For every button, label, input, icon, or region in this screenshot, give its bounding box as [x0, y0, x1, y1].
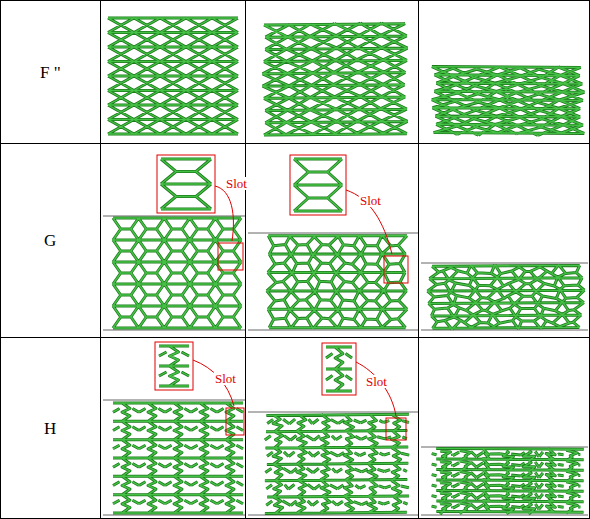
leader-line	[346, 190, 392, 254]
leader-line	[356, 362, 396, 416]
lattice-strut	[432, 448, 584, 514]
lattice-strut	[427, 265, 584, 330]
lattice-strut	[113, 403, 243, 513]
row-label: G	[44, 232, 56, 249]
slot-insets	[155, 155, 408, 440]
leader-line	[215, 186, 233, 241]
inset-box	[155, 342, 193, 390]
lattice-strut	[432, 67, 585, 136]
row-label: H	[44, 420, 56, 437]
inset-ground	[322, 343, 356, 395]
lattice-strut	[263, 23, 408, 135]
lattice-strut	[326, 347, 352, 391]
lattice-strut	[113, 218, 241, 328]
lattice-strut	[159, 346, 189, 386]
inset-ground	[290, 155, 346, 215]
lattice-strut	[432, 448, 584, 514]
slot-label: Slot	[225, 177, 248, 190]
lattice-strut	[326, 347, 352, 391]
lattice-strut	[161, 159, 211, 209]
lattice-strut	[265, 414, 409, 513]
lattice-strut	[159, 346, 189, 386]
lattice-strut	[432, 67, 585, 136]
lattice-strut	[113, 218, 241, 328]
slot-label: Slot	[214, 372, 237, 385]
inset-box	[290, 155, 346, 215]
lattice-strut	[108, 18, 238, 134]
lattice-strut	[265, 414, 409, 513]
slot-marker	[384, 256, 408, 283]
lattice-strut	[427, 265, 584, 330]
lattice-strut	[267, 235, 407, 328]
inset-ground	[155, 342, 193, 390]
slot-marker	[218, 243, 243, 270]
platen-lines	[103, 216, 588, 515]
lattice-strut	[113, 403, 243, 513]
lattice-strut	[294, 159, 342, 211]
lattice-strut	[267, 235, 407, 328]
row-label: F "	[40, 64, 61, 81]
lattice-strut	[263, 23, 408, 135]
lattice-strut	[108, 18, 238, 134]
slot-label: Slot	[359, 194, 382, 207]
slot-marker	[386, 418, 406, 440]
lattice-strut	[294, 159, 342, 211]
slot-marker	[226, 408, 244, 435]
lattice-strut	[161, 159, 211, 209]
inset-box	[322, 343, 356, 395]
inset-box	[157, 155, 215, 213]
lattice-structures	[108, 18, 584, 514]
slot-label: Slot	[365, 375, 388, 388]
inset-ground	[157, 155, 215, 213]
